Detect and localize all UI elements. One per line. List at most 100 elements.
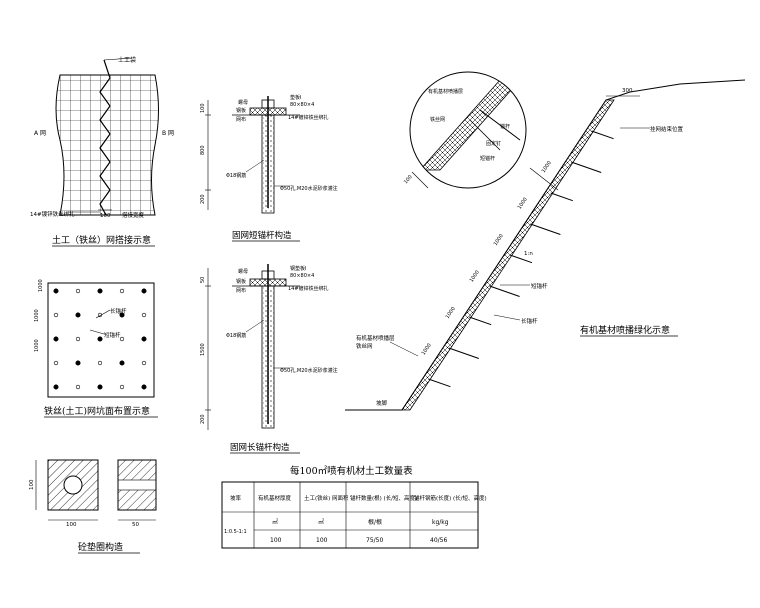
long-nut-label: 螺母 <box>238 268 248 275</box>
slope-nail-tag2: 长锚杆 <box>521 317 538 325</box>
short-plate-label: 垫板I <box>290 94 301 101</box>
long-steel-label: 钢板 <box>236 278 246 285</box>
table-unit-2: ㎡ <box>318 518 324 526</box>
slope-spacing-label: 1000 <box>445 306 457 320</box>
short-plate-size: 80×80×4 <box>290 102 314 108</box>
long-nail-detail: 50 1500 200 螺母 钢垫板I 80×80×4 钢板 14#镀锌铁丝绑扎… <box>200 264 338 454</box>
slope-anchor-bar <box>530 223 561 235</box>
slope-spacing-label: 1000 <box>469 270 481 284</box>
slope-anchor-bar <box>591 130 614 140</box>
layout-dim-top-1: 1000 <box>38 279 44 292</box>
slope-anchor-bar <box>550 192 573 202</box>
short-nail-dot <box>75 336 81 342</box>
pad-hole <box>63 475 83 495</box>
table-row-label: 1:0.5-1:1 <box>224 529 247 535</box>
short-dim-mid: 800 <box>200 145 206 155</box>
detail-mesh-label: 铁丝网 <box>430 116 445 123</box>
mesh-overlap-detail: 土工袋 A 网 B 网 14#镀锌铁丝绑扎 100 搭接宽度 土工（铁丝）网搭接… <box>30 56 174 247</box>
table-header-1: 有机基材厚度 <box>258 494 292 502</box>
slope-coating <box>401 99 615 411</box>
long-binding-label: 14#镀锌铁丝绑扎 <box>288 285 329 292</box>
long-nail-dot <box>97 288 103 294</box>
nail-dots <box>53 288 147 390</box>
short-binding-label: 14#镀锌铁丝绑扎 <box>288 114 329 121</box>
long-plate-label: 钢垫板I <box>290 265 306 272</box>
short-nail-dot <box>97 360 103 366</box>
slope-caption: 有机基材喷播绿化示意 <box>580 324 670 336</box>
table-value-1: 100 <box>270 537 282 544</box>
layout-dim-left-1: 1000 <box>34 309 40 322</box>
long-dim-bot: 200 <box>200 414 206 424</box>
long-dim-mid: 1500 <box>200 343 206 356</box>
detail-nail-label: 短锚杆 <box>480 155 495 162</box>
long-nail-dot <box>53 384 59 390</box>
slope-ratio: 1:n <box>524 251 533 257</box>
overlap-tag: 土工袋 <box>118 56 136 64</box>
table-header-2: 土工(铁丝) 网面积 <box>304 494 349 502</box>
nail-layout-caption: 铁丝(土工)网坑面布置示意 <box>44 405 150 417</box>
short-nail-dot <box>75 288 81 294</box>
long-nail-dot <box>141 336 147 342</box>
detail-dim: 100 <box>403 174 414 185</box>
short-dim-bot: 200 <box>200 194 206 204</box>
short-nail-dot <box>141 312 147 318</box>
long-nail-dot <box>97 336 103 342</box>
slope-anchors <box>428 130 614 388</box>
slope-anchor-bar <box>571 161 602 173</box>
slope-base-note1: 有机基材喷播层 <box>356 334 395 342</box>
table-value-2: 100 <box>316 537 328 544</box>
short-nail-dot <box>53 312 59 318</box>
table-value-4: 40/56 <box>430 537 447 544</box>
short-mortar-label: Φ50孔,M20水泥砂浆灌注 <box>280 185 338 192</box>
slope-spacing-label: 1000 <box>421 343 433 357</box>
overlap-zigzag <box>99 59 111 216</box>
short-rebar-label: Φ18钢筋 <box>226 172 246 179</box>
short-nail-dot <box>119 288 125 294</box>
nail-layout-detail: 1000 1000 1000 长锚杆 短锚杆 铁丝(土工)网坑面布置示意 <box>34 279 158 418</box>
mesh-grid <box>55 74 159 216</box>
left-mesh-label: A 网 <box>34 130 46 137</box>
pad-dim-w2: 50 <box>132 522 139 528</box>
concrete-pad-detail: 100 100 50 砼垫圈构造 <box>29 459 157 554</box>
long-mortar-label: Φ50孔,M20水泥砂浆灌注 <box>280 367 338 374</box>
right-mesh-label: B 网 <box>162 130 174 137</box>
slope-ground-line <box>345 79 746 411</box>
short-nail-detail: 100 800 200 螺母 垫板I 80×80×4 钢板 14#镀锌铁丝绑扎 … <box>200 94 338 242</box>
long-nail-dot <box>97 384 103 390</box>
short-nail-legend: 短锚杆 <box>104 331 121 339</box>
pad-caption: 砼垫圈构造 <box>78 541 123 553</box>
short-nut-label: 螺母 <box>238 99 248 106</box>
table-frame <box>221 481 479 549</box>
long-rebar-label: Φ18钢筋 <box>226 332 246 339</box>
long-nail-dot <box>53 336 59 342</box>
slope-spacing-label: 1000 <box>517 197 529 211</box>
table-unit-3: 根/根 <box>368 518 382 526</box>
long-nail-dot <box>141 384 147 390</box>
short-nail-dot <box>119 336 125 342</box>
table-value-3: 75/50 <box>366 537 383 544</box>
short-nail-dot <box>53 360 59 366</box>
detail-anchor-label: 锚杆 <box>500 123 510 130</box>
detail-soil-label: 有机基材喷播层 <box>428 88 463 95</box>
long-nail-dot <box>53 288 59 294</box>
slope-anchor-bar <box>509 254 533 264</box>
table-header-0: 坡率 <box>230 494 242 502</box>
table-header-4: 锚杆钢筋(长度) (长/短、高度) <box>414 494 487 502</box>
detail-pin-label: 固定钉 <box>486 140 501 147</box>
short-nail-caption: 固网短锚杆构造 <box>232 230 292 241</box>
overlap-spacing-label: 搭接宽度 <box>122 211 145 219</box>
table-unit-1: ㎡ <box>272 518 278 526</box>
short-nail-dot <box>141 360 147 366</box>
short-nail-dot <box>75 384 81 390</box>
layout-dim-left-2: 1000 <box>34 339 40 352</box>
long-nail-dot <box>75 360 81 366</box>
slope-spacing-label: 1000 <box>541 160 553 174</box>
quantity-table: 每100㎡喷有机材土工数量表 坡率 有机基材厚度 土工(铁丝) 网面积 锚杆数量… <box>221 465 487 549</box>
slope-top-dim: 300 <box>622 88 633 94</box>
long-nail-dot <box>75 312 81 318</box>
binding-wire-label: 14#镀锌铁丝绑扎 <box>30 210 75 218</box>
slope-anchor-bar <box>448 347 479 359</box>
long-plate-size: 80×80×4 <box>290 273 314 279</box>
